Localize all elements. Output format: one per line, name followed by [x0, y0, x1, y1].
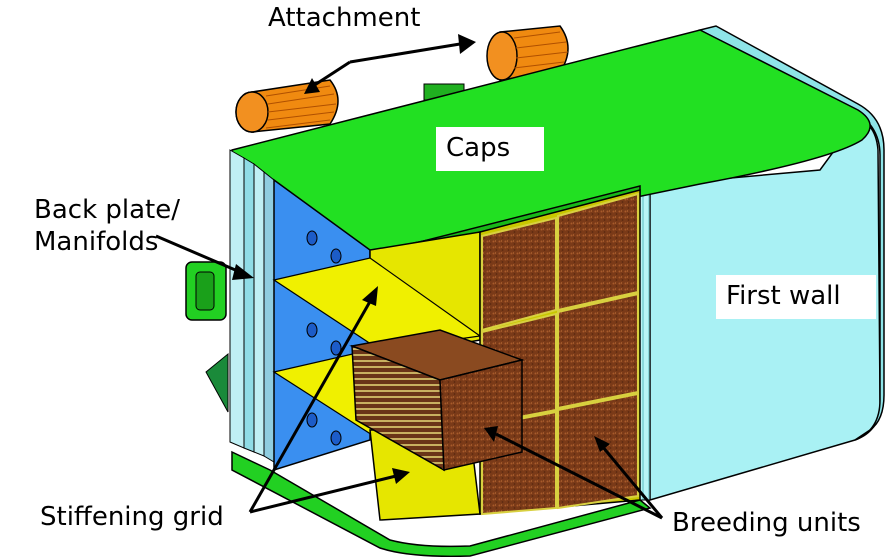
side-wedge: [205, 352, 229, 413]
back-plate: [229, 149, 371, 472]
back-plate-arrow: [155, 234, 254, 280]
breeding-unit-box: [349, 329, 525, 472]
label-attachment: Attachment: [268, 3, 421, 33]
label-breeding-units: Breeding units: [672, 508, 861, 538]
attachment-arrowhead-right: [458, 34, 476, 54]
label-manifolds: Manifolds: [34, 227, 159, 257]
attachment-cylinder-left: [235, 79, 339, 133]
stiffening-grid-arrows: [248, 286, 410, 514]
label-first-wall: First wall: [716, 275, 876, 319]
label-caps: Caps: [436, 127, 544, 171]
breeding-units-arrows: [484, 426, 664, 520]
attachment-cylinder-right: [486, 25, 569, 81]
label-back-plate: Back plate/: [34, 195, 180, 225]
bottom-cap: [231, 450, 652, 557]
attachment-arrow: [309, 42, 461, 90]
label-stiffening-grid: Stiffening grid: [40, 502, 224, 532]
attachment-arrowhead-left: [304, 78, 320, 94]
manifold-connector: [185, 261, 227, 321]
breeding-units-wall: [481, 192, 639, 516]
